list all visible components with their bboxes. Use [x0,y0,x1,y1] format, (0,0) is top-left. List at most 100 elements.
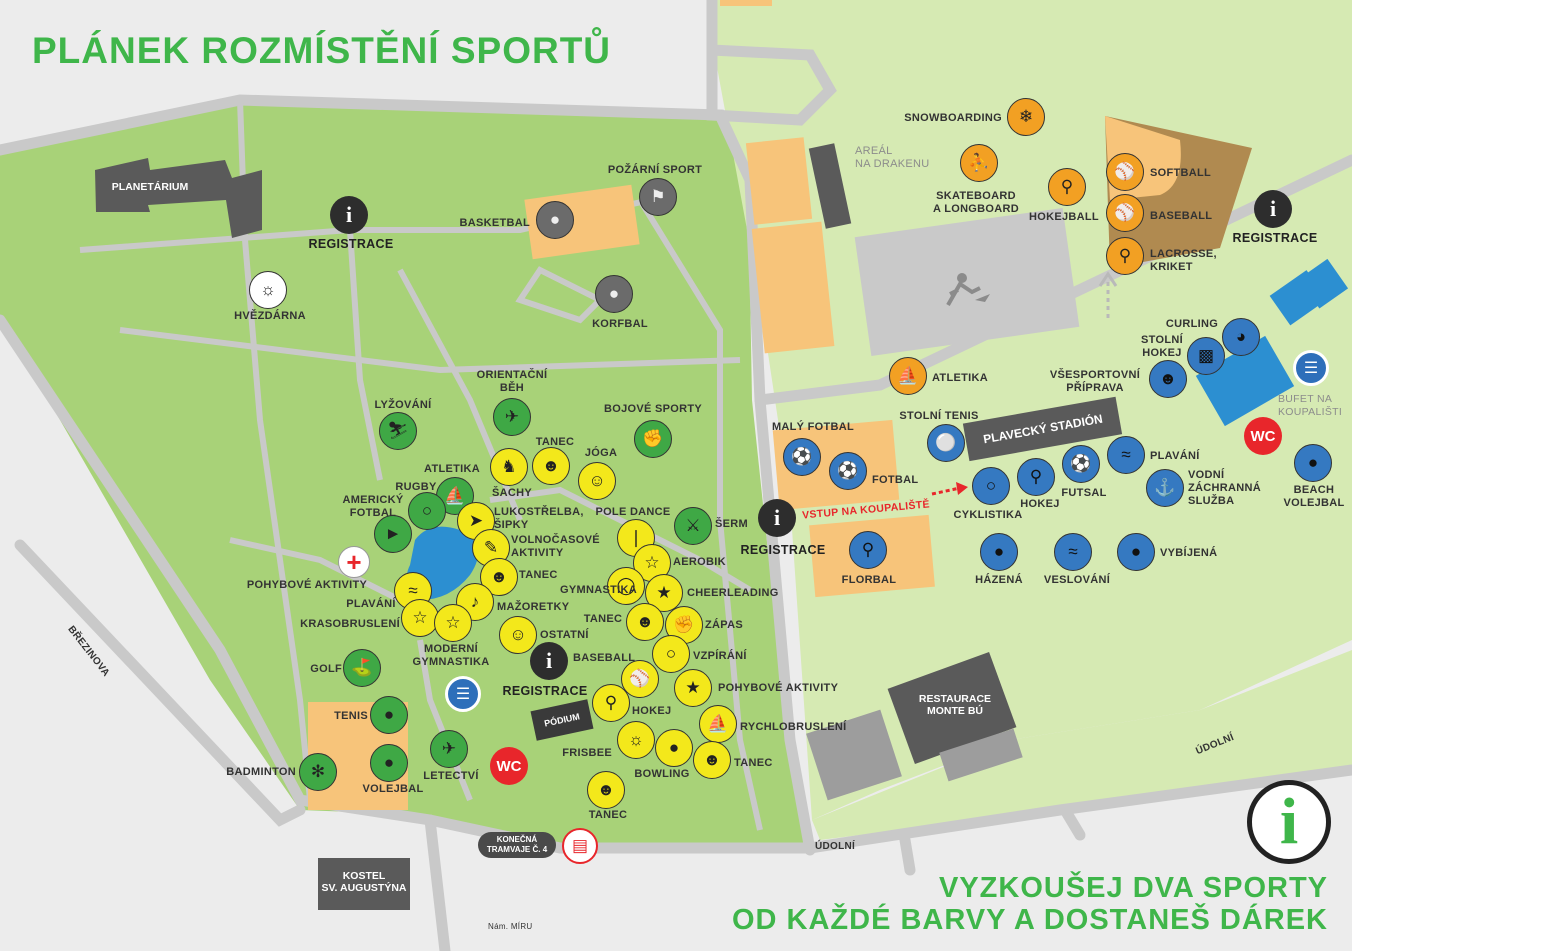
volleyball-icon[interactable]: ● [370,744,408,782]
beach-area-2 [1298,258,1349,309]
restaurant-label: RESTAURACE MONTE BÚ [918,693,992,717]
info-icon[interactable]: i [530,642,568,680]
blue-sport-label: VODNÍ ZÁCHRANNÁ SLUŽBA [1188,469,1261,507]
yellow-sport-label: TANEC [583,613,623,625]
green-sport-label: ORIENTAČNÍ BĚH [476,369,548,394]
table-hockey-icon[interactable]: ▩ [1187,337,1225,375]
lacrosse-icon[interactable]: ⚲ [1106,237,1144,275]
info-icon[interactable]: i [1254,190,1292,228]
football-icon[interactable]: ⚽ [829,452,867,490]
softball-icon[interactable]: ⚾ [1106,153,1144,191]
futsal-icon[interactable]: ⚽ [1062,445,1100,483]
fire-sport-icon[interactable]: ⚑ [639,178,677,216]
grey-block-1 [806,709,902,801]
green-sport-label: LYŽOVÁNÍ [374,399,432,411]
frisbee-icon[interactable]: ☼ [617,721,655,759]
gray-sport-label: BASKETBAL [459,217,530,229]
hockeyball-icon[interactable]: ⚲ [1048,168,1086,206]
blue-sport-label: CYKLISTIKA [953,509,1023,521]
first-aid-icon[interactable]: + [338,546,370,578]
fencing-icon[interactable]: ⚔ [674,507,712,545]
hockey-icon[interactable]: ⚲ [592,684,630,722]
yellow-sport-label: MAŽORETKY [497,601,570,613]
cheerleading-icon[interactable]: ★ [645,574,683,612]
yellow-sport-label: TANEC [519,569,558,581]
dance-icon[interactable]: ☻ [693,741,731,779]
yoga-icon[interactable]: ☺ [578,462,616,500]
orienteering-icon[interactable]: ✈ [493,398,531,436]
rowing-icon[interactable]: ≈ [1054,533,1092,571]
orange-sport-label: SNOWBOARDING [904,112,1002,124]
yellow-sport-label: ŠACHY [491,487,533,499]
badminton-icon[interactable]: ✻ [299,753,337,791]
movement-activities-icon[interactable]: ★ [674,669,712,707]
baseball-icon[interactable]: ⚾ [621,660,659,698]
rhythmic-gymnastics-icon[interactable]: ☆ [434,604,472,642]
snowboarding-icon[interactable]: ❄ [1007,98,1045,136]
blue-sport-label: HÁZENÁ [975,574,1023,586]
yellow-sport-label: GYMNASTIKA [560,584,637,596]
bowling-icon[interactable]: ● [655,729,693,767]
water-rescue-icon[interactable]: ⚓ [1146,469,1184,507]
yellow-sport-label: HOKEJ [632,705,672,717]
american-football-icon[interactable]: ► [374,515,412,553]
small-football-icon[interactable]: ⚽ [783,438,821,476]
hockey-icon[interactable]: ⚲ [1017,458,1055,496]
observatory-label: HVĚZDÁRNA [234,310,306,322]
info-icon: i [1247,780,1331,864]
planetarium-label: PLANETÁRIUM [111,181,189,193]
wc-icon[interactable]: WC [490,747,528,785]
swimming-icon[interactable]: ≈ [1107,436,1145,474]
page-title: PLÁNEK ROZMÍSTĚNÍ SPORTŮ [32,30,612,71]
field-east1 [745,137,813,225]
skiing-icon[interactable]: ⛷ [379,412,417,450]
basketball-icon[interactable]: ● [536,201,574,239]
orange-sport-label: LACROSSE, KRIKET [1150,248,1217,273]
tram-icon[interactable]: ▤ [562,828,598,864]
dodgeball-icon[interactable]: ● [1117,533,1155,571]
blue-sport-label: MALÝ FOTBAL [771,421,855,433]
dance-icon[interactable]: ☻ [532,447,570,485]
golf-icon[interactable]: ⛳ [343,649,381,687]
dance-icon[interactable]: ☻ [626,603,664,641]
all-sport-prep-icon[interactable]: ☻ [1149,360,1187,398]
observatory-icon[interactable]: ☼ [249,271,287,309]
info-icon[interactable]: i [330,196,368,234]
martial-arts-icon[interactable]: ✊ [634,420,672,458]
registrace-label-3: REGISTRACE [740,543,826,557]
skateboard-icon[interactable]: ⛹ [960,144,998,182]
beach-volleyball-icon[interactable]: ● [1294,444,1332,482]
yellow-sport-label: CHEERLEADING [687,587,779,599]
green-sport-label: VOLEJBAL [362,783,424,795]
green-sport-label: RUGBY [395,481,437,493]
figure-skating-icon[interactable]: ☆ [401,599,439,637]
orange-sport-label: BASEBALL [1150,210,1213,222]
aviation-icon[interactable]: ✈ [430,730,468,768]
yellow-sport-label: TANEC [588,809,628,821]
green-sport-label: BOJOVÉ SPORTY [603,403,703,415]
weightlifting-icon[interactable]: ○ [652,635,690,673]
wc-icon[interactable]: WC [1244,417,1282,455]
chess-icon[interactable]: ♞ [490,448,528,486]
blue-sport-label: HOKEJ [1020,498,1060,510]
other-icon[interactable]: ☺ [499,616,537,654]
korfball-icon[interactable]: ● [595,275,633,313]
gymnastics-icon[interactable]: ◯ [607,567,645,605]
floorball-icon[interactable]: ⚲ [849,531,887,569]
info-icon[interactable]: i [758,499,796,537]
drakenu-building [808,143,852,229]
restaurant-icon[interactable]: ☰ [445,676,481,712]
handball-icon[interactable]: ● [980,533,1018,571]
dance-icon[interactable]: ☻ [587,771,625,809]
tennis-icon[interactable]: ● [370,696,408,734]
rugby-icon[interactable]: ○ [408,492,446,530]
registrace-label-1: REGISTRACE [308,237,394,251]
table-tennis-icon[interactable]: ⚪ [927,424,965,462]
baseball-icon[interactable]: ⚾ [1106,194,1144,232]
speed-skating-icon[interactable]: ⛵ [699,705,737,743]
curling-icon[interactable]: ◕ [1222,318,1260,356]
orange-sport-label: SOFTBALL [1150,167,1212,179]
cycling-icon[interactable]: ○ [972,467,1010,505]
restaurant-icon[interactable]: ☰ [1293,350,1329,386]
athletics-icon[interactable]: ⛵ [889,357,927,395]
